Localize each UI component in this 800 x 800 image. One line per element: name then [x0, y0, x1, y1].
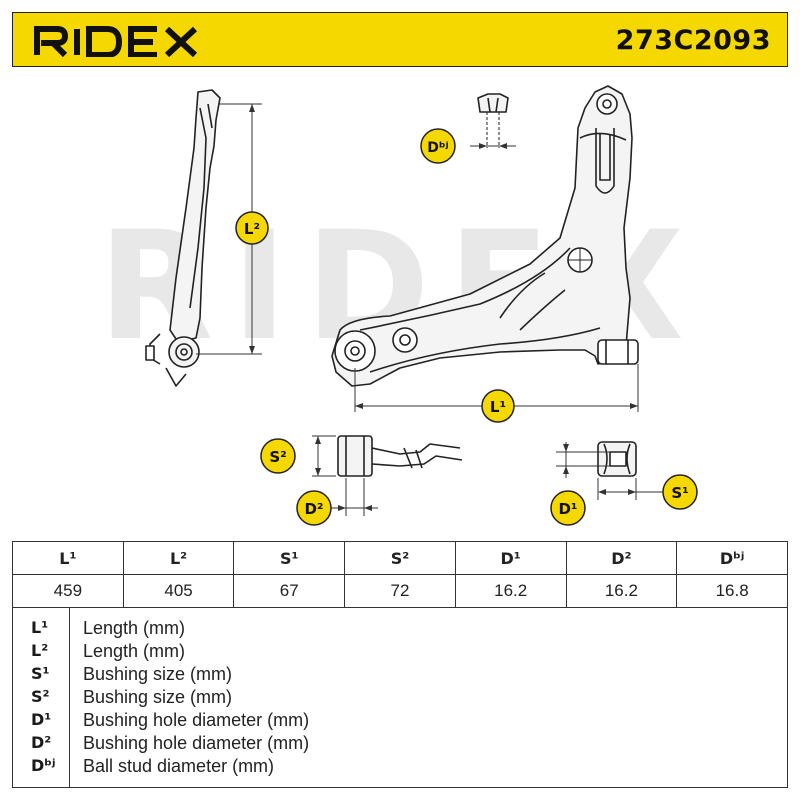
legend-symbol: L²	[31, 641, 49, 660]
legend-symbol: Dᵇʲ	[31, 756, 56, 775]
legend-symbol: D²	[31, 733, 52, 752]
legend-symbol: S¹	[31, 664, 50, 683]
legend-description: Bushing size (mm)	[83, 664, 233, 684]
header-s1: S¹	[233, 541, 346, 575]
legend-item: Dᵇʲ Ball stud diameter (mm)	[13, 756, 789, 778]
svg-text:L²: L²	[244, 220, 260, 238]
value-l2: 405	[122, 574, 235, 608]
side-view-arm	[145, 89, 221, 387]
header-d2: D²	[565, 541, 678, 575]
part-number: 273C2093	[615, 25, 771, 56]
legend-description: Length (mm)	[83, 641, 186, 661]
bushing-s2-detail	[337, 435, 463, 477]
spec-table-value-row: 459 405 67 72 16.2 16.2 16.8	[12, 574, 788, 608]
svg-text:D¹: D¹	[558, 500, 577, 518]
svg-text:Dᵇʲ: Dᵇʲ	[427, 140, 448, 156]
legend-symbol: D¹	[31, 710, 52, 729]
spec-table: L¹ L² S¹ S² D¹ D² Dᵇʲ 459 405 67 72 16.2…	[12, 541, 788, 608]
svg-text:D²: D²	[304, 500, 323, 518]
ball-stud-detail	[477, 93, 509, 148]
header-l2: L²	[122, 541, 235, 575]
top-view-arm	[331, 85, 639, 387]
svg-text:L¹: L¹	[490, 398, 506, 416]
technical-drawing: RIDEX	[98, 85, 698, 526]
legend-description: Bushing size (mm)	[83, 687, 233, 707]
header-l1: L¹	[12, 541, 124, 575]
ridex-logo	[34, 26, 198, 57]
header-s2: S²	[344, 541, 456, 575]
header-d1: D¹	[454, 541, 567, 575]
dim-label-s1: S¹	[662, 474, 698, 510]
svg-text:S¹: S¹	[671, 484, 688, 502]
value-l1: 459	[12, 574, 124, 608]
dim-label-d2: D²	[296, 490, 332, 526]
legend: L¹ Length (mm) L² Length (mm) S¹ Bushing…	[12, 608, 788, 788]
legend-item: L¹ Length (mm)	[13, 618, 789, 640]
legend-item: D¹ Bushing hole diameter (mm)	[13, 710, 789, 732]
legend-divider	[69, 608, 70, 787]
legend-symbol: L¹	[31, 618, 49, 637]
legend-description: Bushing hole diameter (mm)	[83, 710, 310, 730]
dim-label-l2: L²	[235, 211, 269, 245]
dim-label-d1: D¹	[550, 490, 586, 526]
value-d1: 16.2	[454, 574, 567, 608]
spec-table-header-row: L¹ L² S¹ S² D¹ D² Dᵇʲ	[12, 541, 788, 575]
dim-label-l1: L¹	[481, 389, 515, 423]
value-s1: 67	[233, 574, 346, 608]
legend-description: Bushing hole diameter (mm)	[83, 733, 310, 753]
legend-description: Ball stud diameter (mm)	[83, 756, 275, 776]
legend-item: S² Bushing size (mm)	[13, 687, 789, 709]
bushing-s1-detail	[597, 441, 637, 477]
value-s2: 72	[344, 574, 456, 608]
dim-label-s2: S²	[260, 438, 296, 474]
dim-label-dbj: Dᵇʲ	[420, 128, 456, 164]
value-d2: 16.2	[565, 574, 678, 608]
legend-symbol: S²	[31, 687, 50, 706]
header-bar: 273C2093	[12, 12, 788, 67]
legend-item: L² Length (mm)	[13, 641, 789, 663]
header-dbj: Dᵇʲ	[676, 541, 788, 575]
legend-item: S¹ Bushing size (mm)	[13, 664, 789, 686]
legend-item: D² Bushing hole diameter (mm)	[13, 733, 789, 755]
legend-description: Length (mm)	[83, 618, 186, 638]
value-dbj: 16.8	[676, 574, 788, 608]
svg-text:S²: S²	[269, 448, 286, 466]
